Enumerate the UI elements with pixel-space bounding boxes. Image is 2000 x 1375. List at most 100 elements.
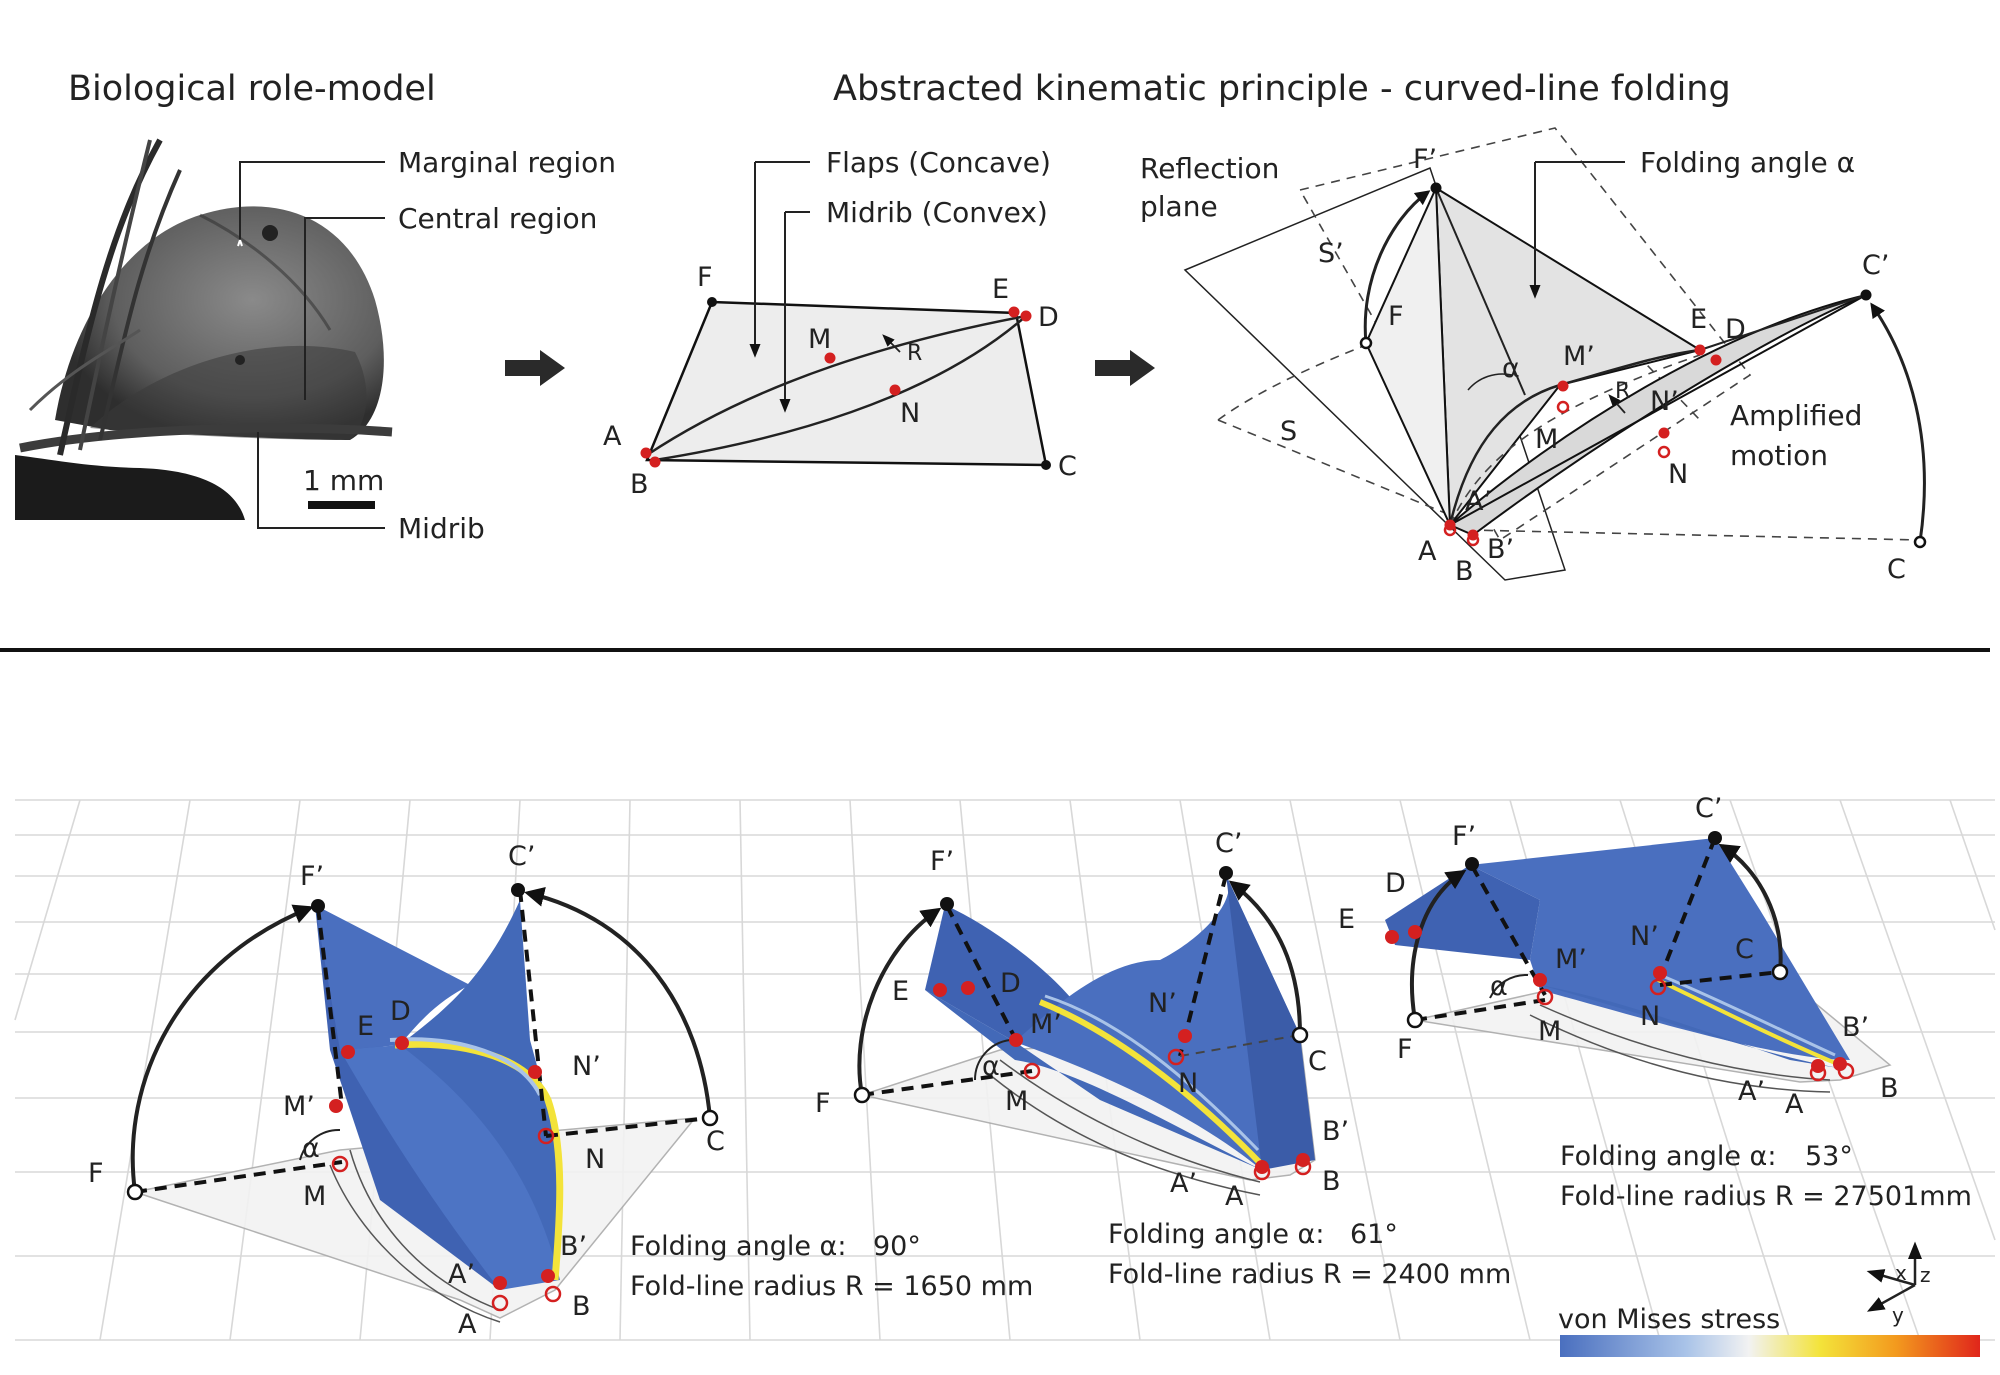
arrow-right-icon [505, 350, 565, 386]
sim1-angle-value: 90° [873, 1231, 921, 1262]
point-B-folded: B [1455, 556, 1474, 587]
stress-legend: von Mises stress [1558, 1304, 1980, 1357]
sim2-point-N: N [1178, 1068, 1198, 1099]
bio-callouts: Marginal region Central region Midrib 1 … [237, 146, 616, 545]
sim3-point-Bp: B’ [1842, 1012, 1869, 1043]
sim3-point-A: A [1785, 1089, 1804, 1120]
point-N: N [900, 398, 920, 429]
sim1-radius: Fold-line radius R = 1650 mm [630, 1271, 1033, 1302]
point-D-folded: D [1725, 314, 1746, 345]
point-D: D [1038, 302, 1059, 333]
radius-R: R [907, 341, 922, 366]
sim1-alpha: α [302, 1133, 320, 1164]
axis-y: y [1892, 1303, 1904, 1327]
arrow-right-icon [1095, 350, 1155, 386]
sim1-point-Np: N’ [572, 1051, 601, 1082]
label-plane: plane [1140, 190, 1218, 223]
label-midrib: Midrib [398, 512, 485, 545]
label-motion: motion [1730, 439, 1828, 472]
point-F-folded: F [1388, 301, 1404, 332]
sim1-point-Ap: A’ [448, 1259, 475, 1290]
sim2-point-Cp: C’ [1215, 828, 1242, 859]
sim3-point-Ap: A’ [1738, 1076, 1765, 1107]
kinematic-title: Abstracted kinematic principle - curved-… [833, 69, 1731, 109]
sim3-point-M: M [1538, 1016, 1561, 1047]
flat-pattern: Flaps (Concave) Midrib (Convex) F E D M … [603, 146, 1077, 500]
sim1-point-D: D [390, 996, 411, 1027]
bio-photo [15, 138, 393, 520]
label-marginal-region: Marginal region [398, 146, 616, 179]
point-Cp: C’ [1862, 250, 1889, 281]
point-B: B [630, 469, 649, 500]
sim2-point-B: B [1322, 1166, 1341, 1197]
sim3-angle-label: Folding angle α: [1560, 1141, 1776, 1172]
sim1-point-Mp: M’ [283, 1091, 315, 1122]
point-Fp: F’ [1413, 144, 1437, 175]
stress-colorbar [1560, 1335, 1980, 1357]
radius-R-folded: R [1615, 379, 1630, 404]
sim1-point-N: N [585, 1144, 605, 1175]
sim2-angle-value: 61° [1350, 1219, 1398, 1250]
point-M: M [808, 324, 831, 355]
point-E: E [992, 274, 1009, 305]
sim1-point-B: B [572, 1291, 591, 1322]
sim2-point-Np: N’ [1148, 988, 1177, 1019]
simulation-3: F’ C’ D E M’ N’ α F M N C B’ A’ A B Fold… [1338, 793, 1972, 1212]
scale-label: 1 mm [303, 464, 384, 497]
label-midrib-flat: Midrib (Convex) [826, 196, 1048, 229]
point-Bp: B’ [1487, 534, 1514, 565]
bio-panel: Biological role-model Marginal region Ce… [15, 69, 616, 545]
point-S: S [1280, 416, 1297, 447]
label-reflection: Reflection [1140, 152, 1279, 185]
sim3-point-Mp: M’ [1555, 944, 1587, 975]
point-M-folded: M [1535, 424, 1558, 455]
simulation-2: F’ C’ E D M’ N’ α F M N C B’ A’ A B Fold… [815, 828, 1511, 1290]
sim1-point-A: A [458, 1309, 477, 1340]
sim1-point-M: M [303, 1181, 326, 1212]
sim2-point-C: C [1308, 1046, 1327, 1077]
sim2-point-E: E [892, 976, 909, 1007]
point-A: A [603, 421, 622, 452]
sim1-point-Fp: F’ [300, 861, 324, 892]
folded-kinematic: Reflection plane Folding angle α Amplifi… [1140, 127, 1927, 587]
label-folding-angle: Folding angle α [1640, 146, 1855, 179]
sim3-point-Fp: F’ [1452, 821, 1476, 852]
sim1-angle-label: Folding angle α: [630, 1231, 846, 1262]
sim2-alpha: α [982, 1051, 1000, 1082]
sim2-point-Fp: F’ [930, 846, 954, 877]
sim3-point-F: F [1397, 1034, 1413, 1065]
point-Np: N’ [1650, 386, 1679, 417]
sim2-angle-label: Folding angle α: [1108, 1219, 1324, 1250]
label-flaps: Flaps (Concave) [826, 146, 1051, 179]
axis-z: z [1920, 1263, 1931, 1287]
simulation-1: F’ C’ E D M’ N’ α F M N C B’ A’ A B Fold… [88, 841, 1033, 1340]
sim2-point-Mp: M’ [1030, 1009, 1062, 1040]
sim3-angle-value: 53° [1805, 1141, 1853, 1172]
sim2-point-D: D [1000, 968, 1021, 999]
sim2-radius: Fold-line radius R = 2400 mm [1108, 1259, 1511, 1290]
point-Ap: A’ [1465, 486, 1492, 517]
sim3-radius: Fold-line radius R = 27501mm [1560, 1181, 1972, 1212]
bio-title: Biological role-model [68, 69, 436, 109]
sim3-point-Cp: C’ [1695, 793, 1722, 824]
point-N-folded: N [1668, 459, 1688, 490]
sim3-point-Np: N’ [1630, 921, 1659, 952]
alpha-label: α [1502, 353, 1520, 384]
sim3-point-B: B [1880, 1073, 1899, 1104]
sim2-point-F: F [815, 1088, 831, 1119]
legend-title: von Mises stress [1558, 1304, 1780, 1335]
sim3-point-E: E [1338, 904, 1355, 935]
sim1-point-Cp: C’ [508, 841, 535, 872]
point-C-folded: C [1887, 554, 1906, 585]
sim2-point-A: A [1225, 1181, 1244, 1212]
sim1-point-F: F [88, 1158, 104, 1189]
point-A-folded: A [1418, 536, 1437, 567]
sim2-point-M: M [1005, 1086, 1028, 1117]
axis-x: x [1895, 1261, 1907, 1285]
sim2-point-Bp: B’ [1322, 1116, 1349, 1147]
sim3-point-N: N [1640, 1001, 1660, 1032]
point-C: C [1058, 451, 1077, 482]
sim3-point-C: C [1735, 934, 1754, 965]
point-Sp: S’ [1318, 238, 1344, 269]
